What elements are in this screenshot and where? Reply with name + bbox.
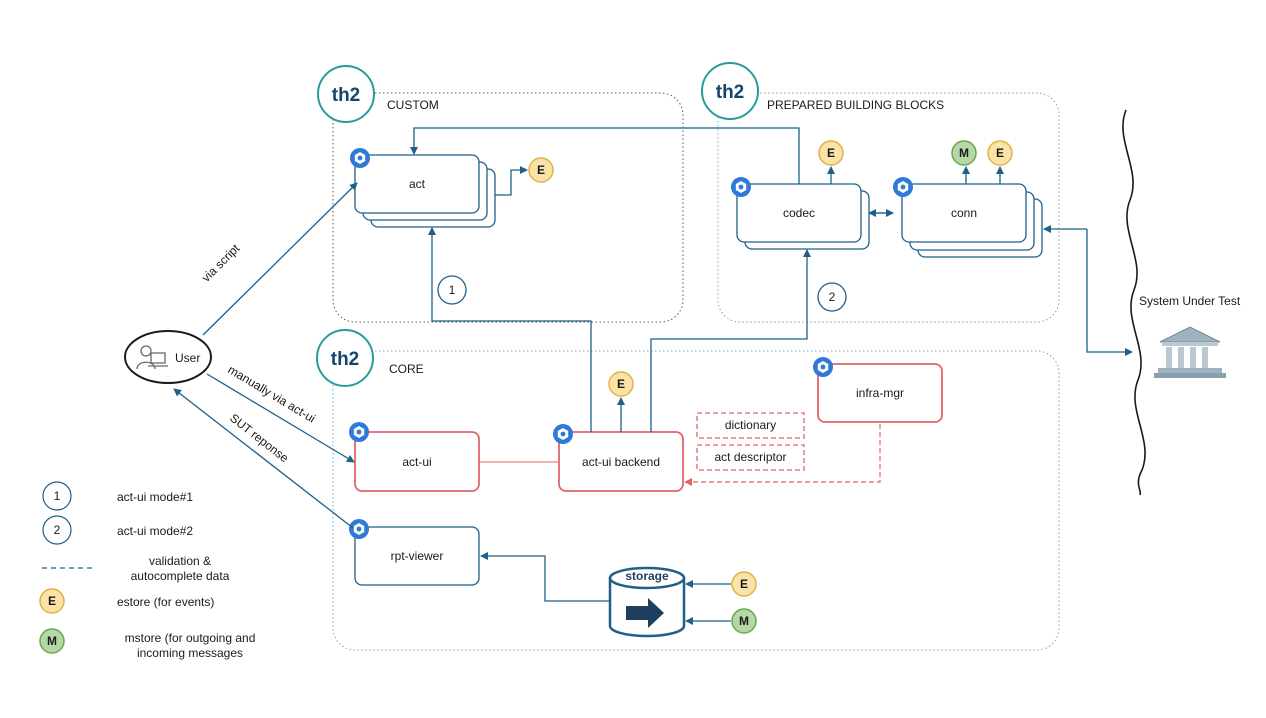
legend-text-mode1: act-ui mode#1 [117, 490, 194, 504]
mode-2-number: 2 [828, 290, 836, 304]
kubernetes-icon [350, 148, 370, 168]
e-badge-storage [731, 571, 757, 597]
infra-mgr-label: infra-mgr [855, 386, 904, 400]
e-badge-backend [608, 371, 634, 397]
dictionary-label: dictionary [724, 418, 777, 432]
sut-boundary [1122, 109, 1146, 496]
e-badge-act [528, 157, 554, 183]
act-descriptor-box [696, 444, 805, 471]
conn-box [901, 183, 1027, 243]
user-label: User [175, 351, 201, 365]
th2-logo-core [316, 329, 374, 387]
e-badge-codec [818, 140, 844, 166]
codec-label: codec [782, 206, 816, 220]
e-badge-letter: E [739, 577, 748, 591]
kubernetes-icon [731, 177, 751, 197]
kubernetes-icon [893, 177, 913, 197]
act-ui-label: act-ui [402, 455, 432, 469]
legend-symbol-1 [42, 481, 72, 511]
legend-symbol-text: M [47, 634, 57, 648]
prepared-group-title: PREPARED BUILDING BLOCKS [767, 98, 945, 112]
kubernetes-icon [813, 357, 833, 377]
conn-label: conn [950, 206, 978, 220]
core-group-title: CORE [389, 362, 424, 376]
legend-symbol-text: 1 [53, 489, 61, 503]
storage-cylinder [608, 566, 686, 638]
legend-symbol-2 [42, 515, 72, 545]
legend-text-validation: validation & autocomplete data [130, 554, 230, 583]
sut-building-icon [1154, 326, 1226, 378]
act-ui-backend-label: act-ui backend [581, 455, 661, 469]
legend-text-mstore: mstore (for outgoing and incoming messag… [124, 631, 256, 660]
legend-symbol-text: E [47, 594, 56, 608]
core-group [332, 350, 1060, 651]
e-badge-conn [987, 140, 1013, 166]
m-badge-storage [731, 608, 757, 634]
e-badge-letter: E [616, 377, 625, 391]
dictionary-box [696, 412, 805, 439]
legend-symbol-m [39, 628, 65, 654]
e-badge-letter: E [536, 163, 545, 177]
legend-text-mode2: act-ui mode#2 [117, 524, 194, 538]
mode-1-number: 1 [448, 283, 456, 297]
legend-symbol-e [39, 588, 65, 614]
infra-mgr-box [817, 363, 943, 423]
th2-logo-text: th2 [331, 85, 361, 106]
legend-text-estore: estore (for events) [117, 595, 215, 609]
m-badge-letter: M [739, 614, 749, 628]
prepared-group [717, 92, 1060, 323]
sut-label: System Under Test [1139, 294, 1241, 308]
e-badge-letter: E [995, 146, 1004, 160]
mode-1-marker [437, 275, 467, 305]
user-laptop-icon [136, 345, 168, 370]
kubernetes-icon [349, 519, 369, 539]
kubernetes-icon [553, 424, 573, 444]
user-node [124, 330, 212, 384]
kubernetes-icon [349, 422, 369, 442]
th2-logo-prepared [701, 62, 759, 120]
storage-label: storage [625, 569, 669, 583]
mode-2-marker [817, 282, 847, 312]
th2-logo-text: th2 [715, 82, 745, 103]
m-badge-letter: M [959, 146, 969, 160]
rpt-viewer-label: rpt-viewer [390, 549, 444, 563]
legend-symbol-text: 2 [53, 523, 61, 537]
th2-logo-custom [317, 65, 375, 123]
act-label: act [408, 177, 425, 191]
e-badge-letter: E [826, 146, 835, 160]
arrow-icon [626, 598, 664, 628]
m-badge-conn [951, 140, 977, 166]
th2-logo-text: th2 [330, 349, 360, 370]
act-descriptor-label: act descriptor [714, 450, 787, 464]
rpt-viewer-box [354, 526, 480, 586]
custom-group-title: CUSTOM [387, 98, 439, 112]
